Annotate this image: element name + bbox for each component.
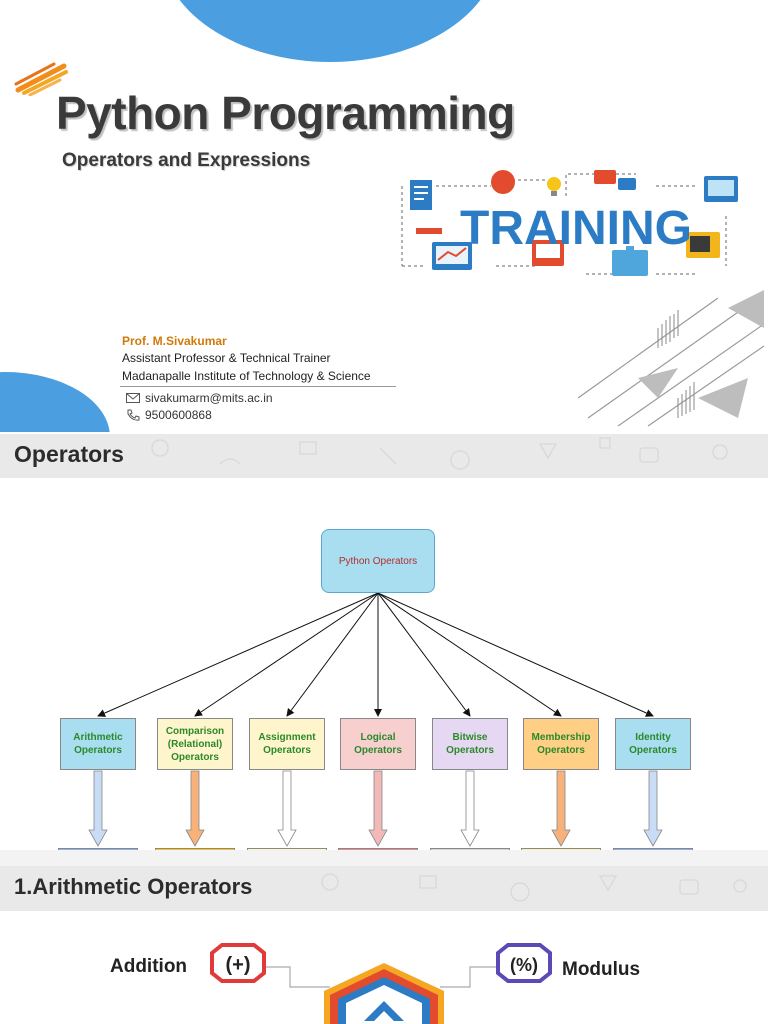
down-arrow-icon	[551, 770, 571, 847]
category-node: Comparison (Relational) Operators	[157, 718, 233, 770]
addition-symbol: (+)	[226, 954, 251, 976]
presentation-title: Python Programming	[56, 87, 515, 139]
decorative-blob-left	[0, 372, 110, 432]
arithmetic-slide: 1.Arithmetic Operators (+) Addition (%) …	[0, 866, 768, 1024]
down-arrow-icon	[88, 770, 108, 847]
python-operators-node: Python Operators	[321, 529, 435, 593]
down-arrow-icon	[460, 770, 480, 847]
down-arrow-icon	[368, 770, 388, 847]
training-illustration: TRAINING	[401, 170, 738, 276]
phone-text: 9500600868	[145, 408, 212, 422]
slide-separator	[0, 850, 768, 866]
down-arrow-icon	[643, 770, 663, 847]
operator-values-node: is, is not	[613, 848, 693, 850]
slide-title: Operators	[14, 441, 124, 467]
brush-stroke-icon	[14, 62, 68, 96]
presenter-institution: Madanapalle Institute of Technology & Sc…	[122, 369, 371, 383]
category-node: Bitwise Operators	[432, 718, 508, 770]
operator-values-node: &, |, ^, ~, <<, >>	[430, 848, 510, 850]
decorative-geometry	[578, 290, 765, 427]
title-slide: Python Programming Operators and Express…	[0, 0, 768, 432]
diagram-connectors	[88, 592, 663, 847]
operator-values-node: +,-,*,/,%,**,//	[58, 848, 138, 850]
modulus-symbol: (%)	[510, 955, 538, 975]
category-node: Logical Operators	[340, 718, 416, 770]
category-node: Arithmetic Operators	[60, 718, 136, 770]
operators-slide: Operators Python Operators Arithmetic Op…	[0, 434, 768, 850]
connector-arrow	[194, 592, 379, 717]
modulus-label: Modulus	[562, 959, 640, 980]
slide-header: 1.Arithmetic Operators	[0, 866, 768, 911]
connector-arrow	[377, 592, 562, 717]
phone-icon	[127, 409, 140, 421]
divider	[120, 386, 396, 387]
slide-title: 1.Arithmetic Operators	[14, 874, 253, 899]
envelope-icon	[126, 393, 140, 403]
phone-contact: 9500600868	[126, 408, 212, 422]
presenter-role: Assistant Professor & Technical Trainer	[122, 351, 331, 365]
email-contact: sivakumarm@mits.ac.in	[126, 391, 273, 405]
connector-arrow	[97, 592, 379, 717]
training-word: TRAINING	[460, 202, 692, 255]
presentation-subtitle: Operators and Expressions	[62, 150, 311, 171]
connector-arrow	[377, 592, 654, 717]
presenter-name: Prof. M.Sivakumar	[122, 334, 227, 348]
addition-hex-icon: (+)	[210, 943, 266, 983]
arithmetic-graphic: (+) Addition (%) Modulus	[110, 943, 640, 1024]
email-text: sivakumarm@mits.ac.in	[145, 391, 273, 405]
category-node: Membership Operators	[523, 718, 599, 770]
down-arrow-icon	[185, 770, 205, 847]
operator-values-node: and, or, not	[338, 848, 418, 850]
connector-arrow	[286, 592, 379, 717]
down-arrow-icon	[277, 770, 297, 847]
decorative-blob-top	[160, 0, 500, 62]
category-node: Assignment Operators	[249, 718, 325, 770]
operator-values-node: in, not in	[521, 848, 601, 850]
addition-label: Addition	[110, 956, 187, 977]
modulus-hex-icon: (%)	[496, 943, 552, 983]
operator-values-node: =, +=, -=, *=, /=, %=, **=, //=	[247, 848, 327, 850]
connector-arrow	[377, 592, 471, 717]
doodle-background	[321, 873, 747, 902]
operator-values-node: ==, !=, >, >=, <, <=,	[155, 848, 235, 850]
slide-header: Operators	[0, 434, 768, 478]
doodle-background	[151, 437, 728, 470]
category-node: Identity Operators	[615, 718, 691, 770]
